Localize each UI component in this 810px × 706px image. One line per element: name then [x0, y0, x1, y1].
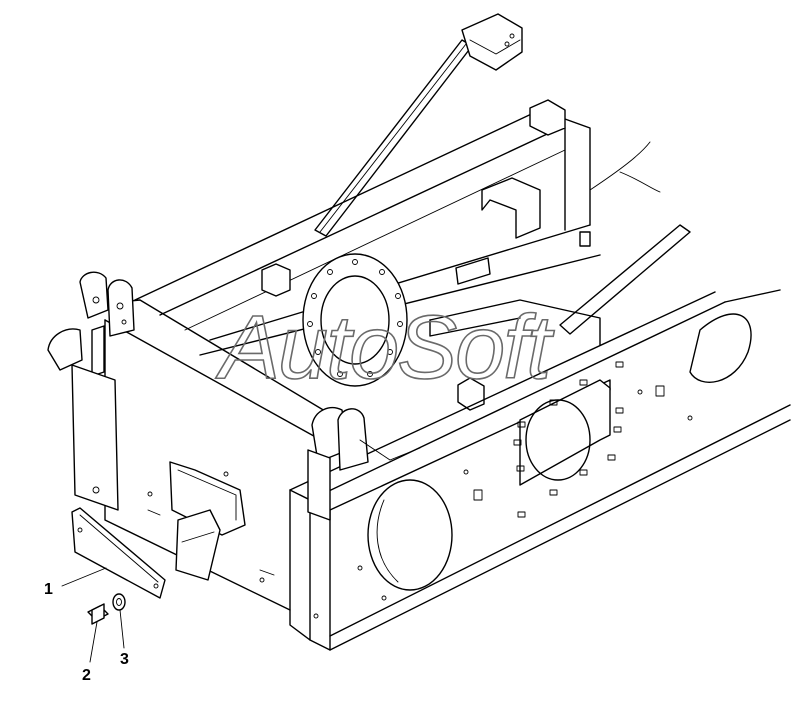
- callout-leaders: [61, 567, 125, 663]
- washer-part: [112, 593, 126, 611]
- callout-2-label: 2: [82, 667, 91, 684]
- callout-1-label: 1: [44, 581, 53, 598]
- upper-frame: [134, 13, 661, 356]
- plate-part: [71, 507, 166, 599]
- front-crossmember: [47, 271, 421, 611]
- bolt-part: [87, 603, 109, 625]
- side-rail: [289, 289, 791, 651]
- center-structure: [261, 224, 691, 411]
- rail-studs: [473, 361, 665, 518]
- callout-3-label: 3: [120, 651, 129, 668]
- ring-bolt-holes: [307, 259, 403, 377]
- watermark-text: AutoSoft: [215, 298, 555, 398]
